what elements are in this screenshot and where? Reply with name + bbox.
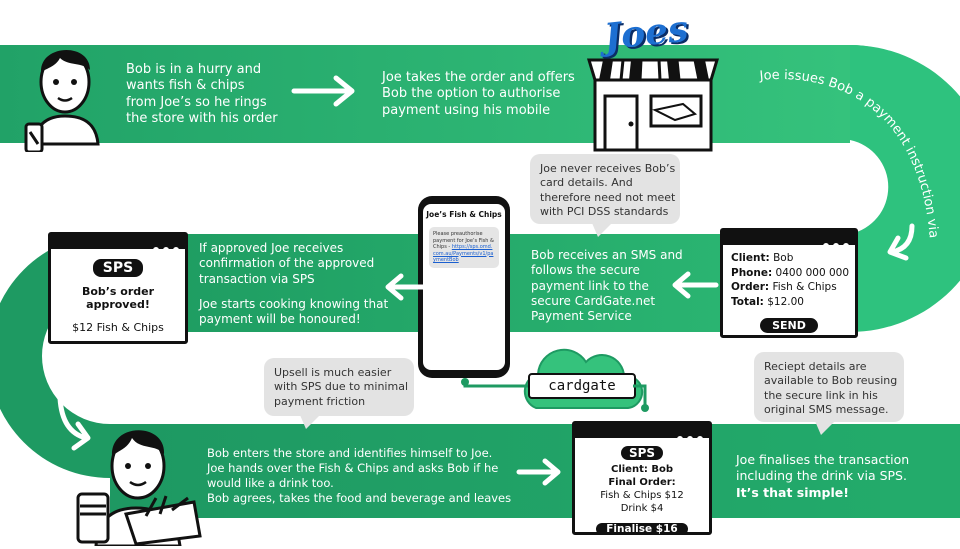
connector-lines [461, 378, 649, 412]
approved-title: Bob’s order approved! [81, 285, 155, 311]
step4-text: Bob receives an SMS and follows the secu… [531, 248, 683, 324]
window-titlebar [51, 235, 185, 253]
bubble-tail [592, 223, 612, 237]
step2-line: payment using his mobile [382, 102, 551, 118]
store-icon [586, 58, 720, 152]
arrow-left-icon [385, 273, 432, 301]
bob-food-avatar [76, 430, 202, 546]
approved-item: $12 Fish & Chips [72, 321, 164, 334]
final-order-label: Final Order: [608, 477, 676, 488]
send-button[interactable]: SEND [760, 317, 818, 333]
order-window: Client: Bob Phone: 0400 000 000 Order: F… [720, 228, 858, 338]
sms-text: Please preauthorise payment for Joe’s Fi… [433, 231, 494, 250]
final-item: Drink $4 [620, 503, 664, 514]
step6-text: Bob enters the store and identifies hims… [207, 446, 512, 505]
phone-device: Joe’s Fish & Chips Please preauthorise p… [418, 196, 510, 378]
step7-emphasis: It’s that simple! [736, 484, 849, 500]
sms-link[interactable]: https://sps.omd.com.au/Payments/v1/payme… [433, 244, 494, 263]
phone-screen: Joe’s Fish & Chips Please preauthorise p… [423, 204, 505, 370]
step7-text: Joe finalises the transaction including … [736, 452, 910, 500]
sps-logo: SPS [620, 446, 664, 460]
upsell-note-bubble: Upsell is much easier with SPS due to mi… [264, 358, 414, 416]
step3-curved-text: Joe issues Bob a payment instruction via… [730, 50, 941, 239]
store-sign: Joes [602, 7, 691, 59]
arrow-right-icon [516, 458, 561, 486]
arrow-right-icon [291, 75, 355, 107]
step2-line: Bob the option to authorise [382, 86, 561, 102]
sms-message: Please preauthorise payment for Joe’s Fi… [429, 227, 499, 268]
approved-window: SPS Bob’s order approved! $12 Fish & Chi… [48, 232, 188, 344]
final-client: Client: Bob [610, 464, 673, 475]
order-row: Client: Bob [731, 252, 794, 264]
arrow-curve-down-icon [57, 395, 91, 451]
final-order-window: SPS Client: Bob Final Order: Fish & Chip… [572, 421, 712, 535]
arrow-down-icon [887, 223, 915, 261]
order-row: Total: $12.00 [731, 296, 804, 309]
bubble-tail [815, 421, 835, 435]
phone-header: Joe’s Fish & Chips [426, 210, 502, 219]
bubble-tail [300, 415, 320, 429]
step1-line: the store with his order [126, 110, 278, 126]
bob-phone-avatar [24, 49, 100, 152]
order-row: Phone: 0400 000 000 [731, 266, 850, 279]
step2-line: Joe takes the order and offers [382, 70, 575, 85]
step3-text: Joe issues Bob a payment instruction via… [730, 50, 941, 239]
order-row: Order: Fish & Chips [731, 281, 837, 294]
band-left-curve [0, 234, 160, 478]
svg-text:Joe issues Bob a payment instr: Joe issues Bob a payment instruction via… [730, 50, 941, 239]
step1-text: Bob is in a hurry and wants fish & chips… [126, 62, 278, 127]
receipt-note-bubble: Reciept details are available to Bob reu… [754, 352, 904, 422]
pci-note-bubble: Joe never receives Bob’s card details. A… [530, 154, 680, 224]
step1-line: from Joe’s so he rings [126, 94, 267, 110]
band-bottom [110, 424, 920, 518]
step5-text: If approved Joe receives confirmation of… [199, 241, 389, 327]
window-titlebar [723, 231, 855, 249]
window-titlebar [575, 424, 709, 442]
step1-line: Bob is in a hurry and [126, 62, 262, 77]
finalise-button[interactable]: Finalise $16 [596, 523, 688, 535]
step1-line: wants fish & chips [126, 78, 245, 94]
arrow-left-icon [672, 271, 719, 299]
sps-logo: SPS [92, 259, 144, 277]
step2-text: Joe takes the order and offers Bob the o… [382, 70, 575, 119]
final-item: Fish & Chips $12 [600, 490, 684, 501]
